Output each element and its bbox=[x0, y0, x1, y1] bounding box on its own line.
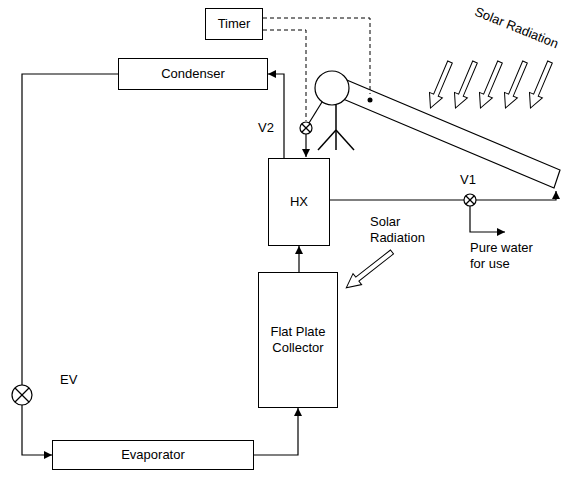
pipe-connector bbox=[22, 74, 118, 455]
expansion-valve-symbol bbox=[12, 385, 32, 405]
pipe-connector bbox=[254, 408, 298, 455]
collector-box: Flat Plate Collector bbox=[258, 272, 338, 408]
node-text: Timer bbox=[218, 16, 251, 32]
radiation-arrows bbox=[342, 59, 556, 293]
tank-stand bbox=[318, 105, 354, 150]
valve-label: V1 bbox=[460, 172, 476, 188]
pipe bbox=[476, 191, 556, 200]
pipe bbox=[305, 134, 306, 157]
node-text: Evaporator bbox=[121, 447, 185, 463]
valve-label: EV bbox=[60, 372, 77, 388]
control-line bbox=[263, 30, 306, 121]
outlet-label: Pure water for use bbox=[470, 240, 550, 273]
node-text: Flat Plate Collector bbox=[262, 324, 334, 357]
pipe-connector bbox=[298, 246, 299, 272]
solar-panel bbox=[336, 78, 560, 188]
valve-label: V2 bbox=[258, 120, 274, 136]
condenser-box: Condenser bbox=[118, 58, 268, 90]
panel-sensor-dot bbox=[368, 98, 373, 103]
node-text: HX bbox=[290, 194, 308, 210]
evaporator-box: Evaporator bbox=[52, 440, 254, 470]
pipe bbox=[330, 199, 464, 200]
pipe bbox=[470, 206, 505, 232]
storage-tank bbox=[315, 71, 349, 105]
pipe-connector bbox=[268, 74, 284, 158]
node-text: Condenser bbox=[161, 66, 225, 82]
valve-symbol bbox=[464, 194, 476, 206]
radiation-label: Solar Radiation bbox=[370, 214, 440, 247]
timer-box: Timer bbox=[205, 8, 263, 40]
heat-exchanger-box: HX bbox=[268, 158, 330, 246]
control-line bbox=[263, 18, 370, 94]
radiation-label: Solar Radiation bbox=[472, 4, 561, 52]
valve-symbol bbox=[300, 122, 312, 134]
pipe bbox=[309, 102, 322, 123]
